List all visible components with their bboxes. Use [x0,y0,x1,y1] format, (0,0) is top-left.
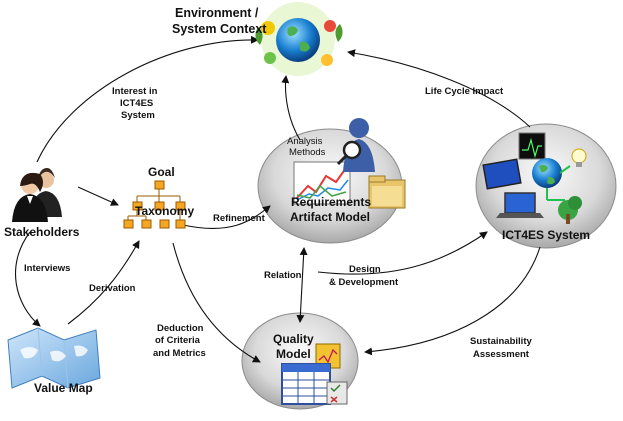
goal-taxonomy-title-line2: Taxonomy [135,204,194,218]
edge-label-life-cycle: Life Cycle Impact [425,86,504,97]
computer-network-icon [482,132,587,224]
edge-derivation [67,240,140,325]
environment-title-line2: System Context [172,22,267,36]
edge-label-refinement: Refinement [213,213,266,224]
edge-interest [36,35,259,163]
edge-label-deduction-line1: Deduction [157,323,204,334]
edge-life-cycle [347,49,531,128]
edge-label-interest-line3: System [121,110,155,121]
edge-interviews [15,231,41,327]
edge-label-design-line2: & Development [329,277,399,288]
requirements-title-line2: Artifact Model [290,210,370,224]
environment-title-line1: Environment / [175,6,259,20]
edge-relation [296,247,308,323]
edge-label-deduction-line2: of Criteria [155,335,201,346]
globe-with-nature-icon [255,2,343,76]
edge-label-design-line1: Design [349,264,381,275]
analysis-methods-label-line1: Analysis [287,136,323,147]
analysis-methods-label-line2: Methods [289,147,326,158]
quality-model-title-line1: Quality [273,332,314,346]
analysis-figure-icon [293,118,406,209]
edge-label-sustainability-line1: Sustainability [470,336,532,347]
people-icon [12,168,62,222]
stakeholders-label: Stakeholders [4,225,80,239]
edge-label-derivation: Derivation [89,283,136,294]
edge-deduction [172,242,261,363]
edge-refinement [182,205,271,229]
spreadsheet-icon [281,343,348,405]
edge-label-interest-line1: Interest in [112,86,158,97]
edge-label-relation: Relation [264,270,302,281]
ict4es-title: ICT4ES System [502,228,590,242]
edge-design [317,231,488,275]
value-map-label: Value Map [34,381,93,395]
edge-label-interviews: Interviews [24,263,70,274]
edge-analysis [281,75,301,141]
edge-label-interest-line2: ICT4ES [120,98,153,109]
edge-label-deduction-line3: and Metrics [153,348,206,359]
goal-taxonomy-title-line1: Goal [148,165,175,179]
tree-hierarchy-icon [123,180,186,229]
edge-label-sustainability-line2: Assessment [473,349,530,360]
requirements-title-line1: Requirements [291,195,371,209]
edge-sustainability [364,246,541,356]
edge-stakeholders-goal [77,186,119,206]
map-icon [7,327,101,389]
quality-model-title-line2: Model [276,347,311,361]
